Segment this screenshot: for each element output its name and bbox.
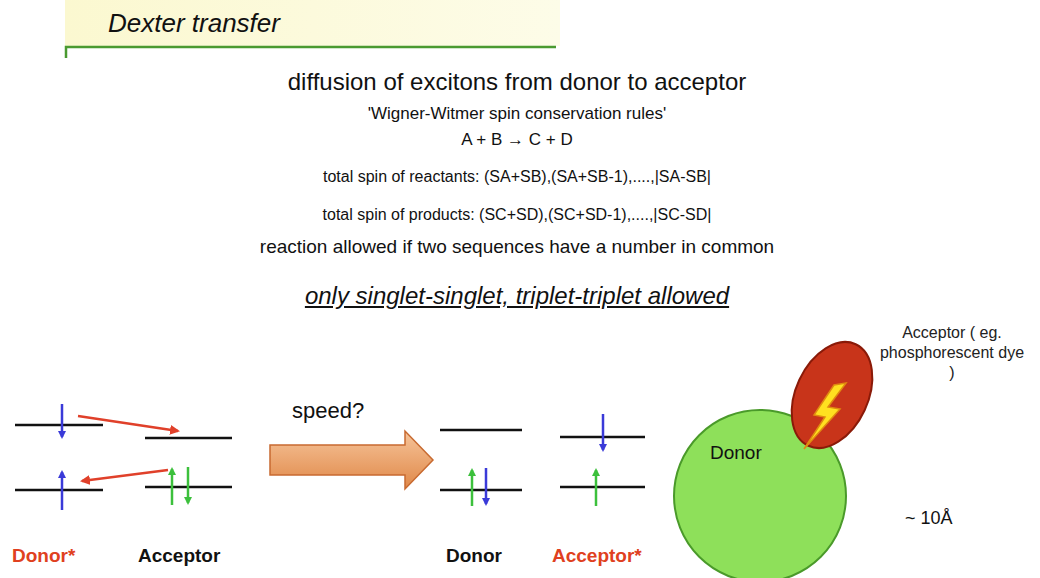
process-arrow	[270, 431, 433, 489]
state-label: Donor	[446, 545, 502, 567]
reactant-spin: total spin of reactants: (SA+SB),(SA+SB-…	[0, 168, 1037, 186]
acceptor-ellipse: Acceptor ( eg. phosphorescent dye )	[792, 335, 872, 455]
node-outline	[792, 335, 872, 455]
rule-statement: reaction allowed if two sequences have a…	[0, 236, 1037, 258]
title-underline	[66, 47, 556, 58]
state-label: Acceptor	[138, 545, 220, 567]
title: Dexter transfer	[108, 8, 280, 39]
title-band	[65, 0, 560, 46]
reaction: A + B → C + D	[0, 130, 1037, 150]
state-label: Acceptor*	[552, 545, 642, 567]
allowed-note: only singlet-singlet, triplet-triplet al…	[0, 282, 1037, 310]
rule-name: 'Wigner-Witmer spin conservation rules'	[0, 104, 1037, 124]
energy-levels	[15, 425, 645, 490]
subtitle: diffusion of excitons from donor to acce…	[0, 68, 1037, 96]
node-text: Acceptor ( eg. phosphorescent dye )	[876, 323, 1028, 383]
node-text: Donor	[710, 442, 762, 464]
state-label: Donor*	[12, 545, 75, 567]
distance-label: ~ 10Å	[905, 508, 953, 529]
product-spin: total spin of products: (SC+SD),(SC+SD-1…	[0, 206, 1037, 224]
lightning-symbol	[804, 383, 846, 449]
arrow-label: speed?	[292, 398, 364, 424]
transfer-arrows	[78, 416, 178, 481]
